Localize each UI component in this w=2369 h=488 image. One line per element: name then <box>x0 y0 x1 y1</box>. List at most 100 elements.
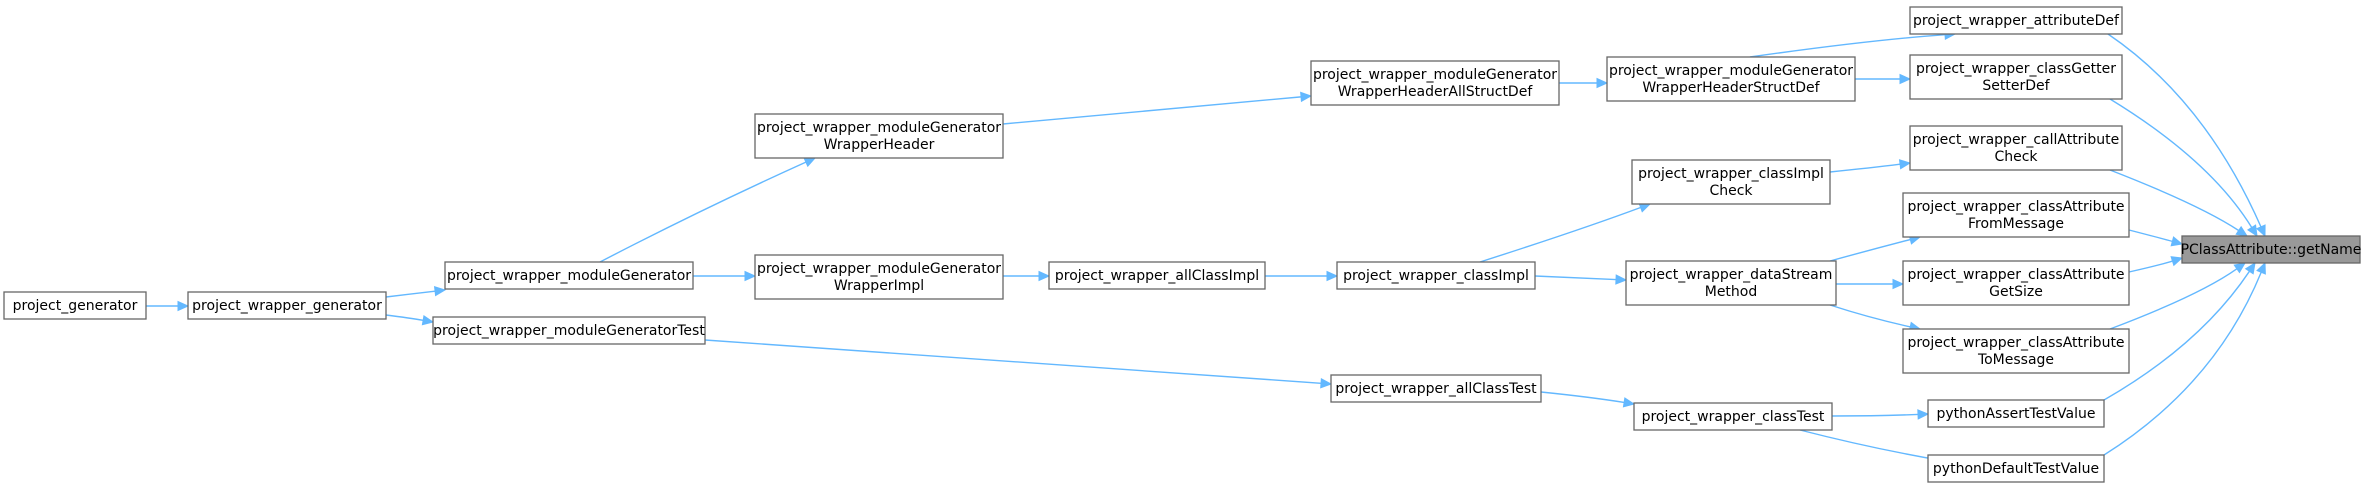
edge-line <box>1829 238 1911 262</box>
edge-line <box>2103 270 2251 401</box>
node-box <box>1310 60 1560 106</box>
edge-line <box>1829 304 1911 328</box>
edge-line <box>385 290 436 298</box>
node-label: pythonAssertTestValue <box>1936 406 2095 422</box>
node-label: project_wrapper_classImpl <box>1343 268 1529 284</box>
edge-arrowhead <box>1596 77 1609 89</box>
node-box <box>754 254 1004 300</box>
call-graph-nodes: PClassAttribute::getNameproject_wrapper_… <box>3 6 2362 483</box>
edge-line <box>2128 260 2173 273</box>
edge-callattr-to-getname <box>2109 169 2249 237</box>
edge-line <box>1479 206 1641 263</box>
node-box <box>1909 125 2123 171</box>
node-box <box>1927 454 2105 483</box>
node-hdrAll[interactable]: project_wrapper_moduleGeneratorWrapperHe… <box>1310 60 1560 106</box>
node-fromMsg[interactable]: project_wrapper_classAttributeFromMessag… <box>1902 192 2130 238</box>
node-box <box>1606 56 1856 102</box>
edge-classImpl-to-dataStream <box>1534 274 1628 285</box>
node-label: project_wrapper_dataStream <box>1630 267 1833 283</box>
node-label: ToMessage <box>1977 352 2054 368</box>
node-box <box>1625 260 1837 306</box>
edge-fromMsg-to-getname <box>2128 229 2184 247</box>
edge-wrapGen-to-modGenTest <box>385 314 435 326</box>
node-attrdef[interactable]: project_wrapper_attributeDef <box>1909 6 2123 35</box>
edge-arrowhead <box>1038 270 1051 282</box>
edge-arrowhead <box>2170 236 2184 247</box>
node-label: FromMessage <box>1968 216 2064 232</box>
edge-line <box>2107 33 2262 228</box>
node-allImpl[interactable]: project_wrapper_allClassImpl <box>1048 261 1266 290</box>
node-wrapGen[interactable]: project_wrapper_generator <box>187 291 387 320</box>
node-modGen[interactable]: project_wrapper_moduleGenerator <box>444 261 694 290</box>
edge-arrowhead <box>1622 397 1636 408</box>
node-label: SetterDef <box>1982 78 2050 94</box>
edge-defaultTV-to-getname <box>2103 261 2266 456</box>
edge-line <box>1829 163 1901 173</box>
node-label: GetSize <box>1989 284 2043 300</box>
edge-arrowhead <box>2255 224 2266 238</box>
node-assertTV[interactable]: pythonAssertTestValue <box>1927 399 2105 428</box>
edge-arrowhead <box>2244 261 2256 275</box>
node-label: project_wrapper_classGetter <box>1916 61 2116 77</box>
edge-hdrStruct-to-getset <box>1854 73 1912 85</box>
edge-assertTV-to-getname <box>2103 261 2256 401</box>
edge-arrowhead <box>2246 224 2258 238</box>
edge-arrowhead <box>1300 91 1313 103</box>
node-getname[interactable]: PClassAttribute::getName <box>2181 235 2362 264</box>
edge-projGen-to-wrapGen <box>146 300 190 312</box>
node-label: WrapperHeaderAllStructDef <box>1338 84 1534 100</box>
node-hdrStruct[interactable]: project_wrapper_moduleGeneratorWrapperHe… <box>1606 56 1856 102</box>
node-allTest[interactable]: project_wrapper_allClassTest <box>1330 374 1542 403</box>
edge-modGenTest-to-allTest <box>704 339 1333 389</box>
node-label: project_wrapper_moduleGenerator <box>447 268 691 284</box>
edge-line <box>2128 229 2173 243</box>
edge-arrowhead <box>177 300 190 312</box>
edge-arrowhead <box>2235 225 2249 237</box>
node-box <box>1902 260 2130 306</box>
node-label: project_wrapper_classTest <box>1642 409 1825 425</box>
edge-arrowhead <box>433 285 447 297</box>
node-box <box>432 316 706 345</box>
edge-classImpl-to-implCheck <box>1479 202 1652 263</box>
node-modHdr[interactable]: project_wrapper_moduleGeneratorWrapperHe… <box>754 113 1004 159</box>
edge-getSize-to-getname <box>2128 256 2184 273</box>
node-label: project_wrapper_allClassTest <box>1335 381 1537 397</box>
node-box <box>1902 328 2130 374</box>
edge-attrdef-to-getname <box>2107 33 2266 238</box>
edge-dataStream-to-getSize <box>1836 278 1905 290</box>
edge-arrowhead <box>1917 409 1930 420</box>
node-label: pythonDefaultTestValue <box>1933 461 2099 477</box>
node-box <box>1330 374 1542 403</box>
node-label: WrapperImpl <box>834 278 924 294</box>
node-defaultTV[interactable]: pythonDefaultTestValue <box>1927 454 2105 483</box>
edge-allTest-to-classTest <box>1540 391 1636 408</box>
edge-arrowhead <box>2170 256 2184 267</box>
node-box <box>3 291 147 320</box>
edge-arrowhead <box>1615 274 1628 285</box>
node-label: project_wrapper_moduleGeneratorTest <box>433 323 705 339</box>
node-label: Check <box>1709 183 1753 199</box>
edge-line <box>1002 96 1302 125</box>
node-box <box>1909 54 2123 100</box>
node-classImpl[interactable]: project_wrapper_classImpl <box>1336 261 1536 290</box>
node-modGenTest[interactable]: project_wrapper_moduleGeneratorTest <box>432 316 706 345</box>
edge-modImpl-to-allImpl <box>1003 270 1051 282</box>
edge-arrowhead <box>1326 270 1339 282</box>
edge-arrowhead <box>1899 73 1912 85</box>
node-projGen[interactable]: project_generator <box>3 291 147 320</box>
node-box <box>754 113 1004 159</box>
node-box <box>1633 402 1833 431</box>
edge-dataStream-to-toMsg <box>1829 304 1922 332</box>
node-box <box>1902 192 2130 238</box>
edge-arrowhead <box>803 157 817 168</box>
edge-line <box>1799 429 1941 461</box>
edge-line <box>2109 268 2238 330</box>
node-classTest[interactable]: project_wrapper_classTest <box>1633 402 1833 431</box>
node-modImpl[interactable]: project_wrapper_moduleGeneratorWrapperIm… <box>754 254 1004 300</box>
